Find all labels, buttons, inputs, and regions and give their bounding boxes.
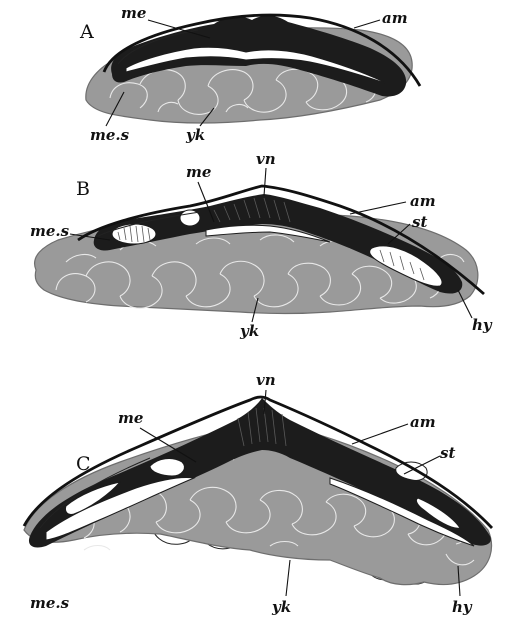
panel-c-lead-am: [352, 424, 408, 444]
panel-a-letter: A: [79, 21, 94, 43]
panel-b-label-yk: yk: [239, 322, 259, 340]
panel-b-label-am: am: [410, 192, 436, 210]
panel-b-lead-am: [350, 202, 406, 214]
panel-b: B: [30, 150, 493, 340]
panel-c-label-hy: hy: [452, 598, 473, 616]
panel-c-label-vn: vn: [256, 371, 276, 389]
panel-a-label-am: am: [382, 9, 408, 27]
panel-c-label-am: am: [410, 413, 436, 431]
panel-c-label-yk: yk: [271, 598, 291, 616]
panel-c-label-mes: me.s: [30, 594, 70, 612]
panel-b-lead-vn: [264, 168, 266, 196]
panel-b-label-me: me: [186, 163, 211, 181]
panel-a-label-yk: yk: [185, 126, 205, 144]
panel-b-label-hy: hy: [472, 316, 493, 334]
panel-a-label-mes: me.s: [90, 126, 130, 144]
panel-c-lead-yk: [286, 560, 290, 596]
panel-a-label-me: me: [121, 4, 146, 22]
panel-b-label-mes: me.s: [30, 222, 70, 240]
panel-c-label-st: st: [440, 444, 455, 462]
panel-b-label-vn: vn: [256, 150, 276, 168]
panel-c: C: [24, 371, 492, 616]
panel-a-lead-am: [354, 20, 380, 28]
panel-a: A me am me.s yk: [79, 4, 420, 144]
panel-b-letter: B: [76, 178, 90, 200]
panel-b-label-st: st: [412, 213, 427, 231]
panel-c-label-me: me: [118, 409, 143, 427]
